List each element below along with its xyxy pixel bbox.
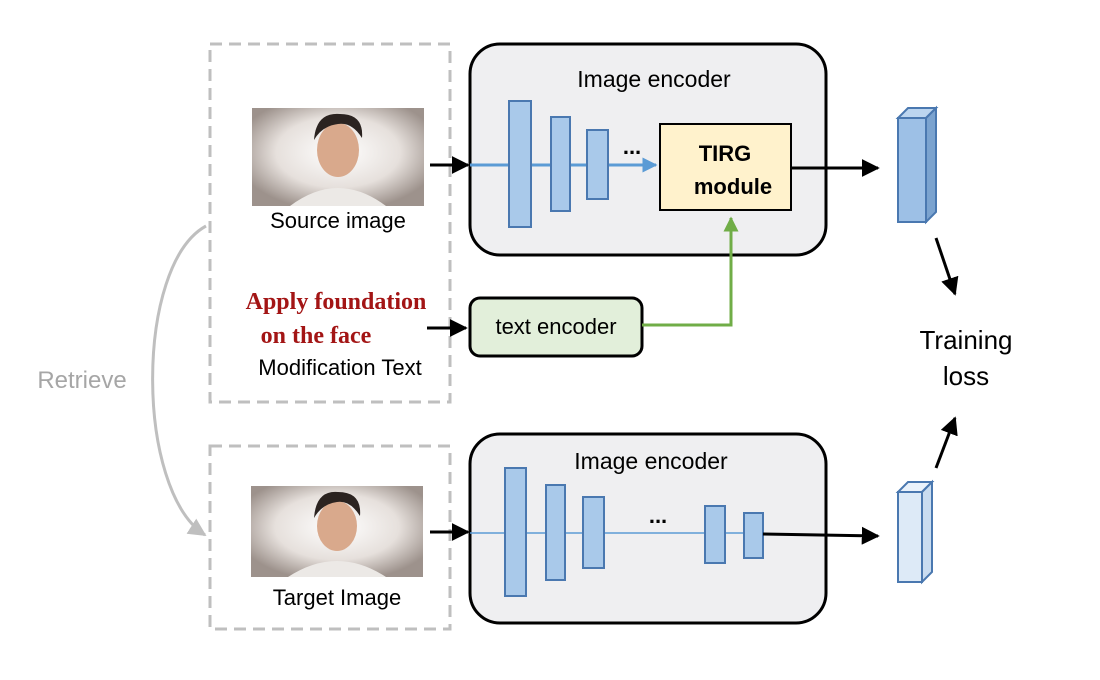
- modification-text-line2: on the face: [261, 323, 372, 349]
- tirg-module-line1: TIRG: [699, 141, 752, 166]
- modification-text-line1: Apply foundation: [246, 289, 427, 315]
- target-image-caption: Target Image: [273, 585, 401, 610]
- training-loss-line2: loss: [943, 361, 989, 391]
- bottom-conv-layer-3: [582, 496, 605, 569]
- bottom-encoder-output-arrow: [762, 526, 880, 545]
- top-image-encoder-title: Image encoder: [577, 66, 731, 92]
- bottom-image-encoder-title: Image encoder: [574, 448, 728, 474]
- target-image: [251, 486, 423, 577]
- bottom-encoder-ellipsis: ...: [649, 503, 667, 528]
- modification-text-caption: Modification Text: [258, 355, 421, 380]
- retrieve-label: Retrieve: [37, 367, 126, 394]
- composed-to-loss-arrow: [934, 237, 959, 296]
- retrieve-arrow: [151, 224, 207, 537]
- text-encoder-label: text encoder: [495, 314, 616, 339]
- top-conv-layer-3: [586, 129, 609, 200]
- text-to-tirg-arrow: [642, 216, 739, 327]
- source-image-caption: Source image: [270, 208, 406, 233]
- bottom-conv-layer-5: [743, 512, 764, 559]
- text-encoder-box: [468, 296, 644, 358]
- composed-feature-vector: [895, 105, 939, 225]
- target-input-dashed-box: [208, 444, 452, 631]
- source-input-dashed-box: [208, 42, 452, 404]
- bottom-conv-layer-2: [545, 484, 566, 581]
- target-feature-vector: [895, 479, 935, 585]
- top-encoder-ellipsis: ...: [623, 134, 641, 159]
- tirg-module-box: [659, 123, 792, 211]
- top-conv-layer-2: [550, 116, 571, 212]
- tirg-module-line2: module: [694, 174, 772, 199]
- bottom-conv-layer-4: [704, 505, 726, 564]
- source-image: [252, 108, 424, 206]
- bottom-conv-layer-1: [504, 467, 527, 597]
- top-conv-layer-1: [508, 100, 532, 228]
- target-to-loss-arrow: [934, 416, 958, 469]
- training-loss-line1: Training: [920, 325, 1013, 355]
